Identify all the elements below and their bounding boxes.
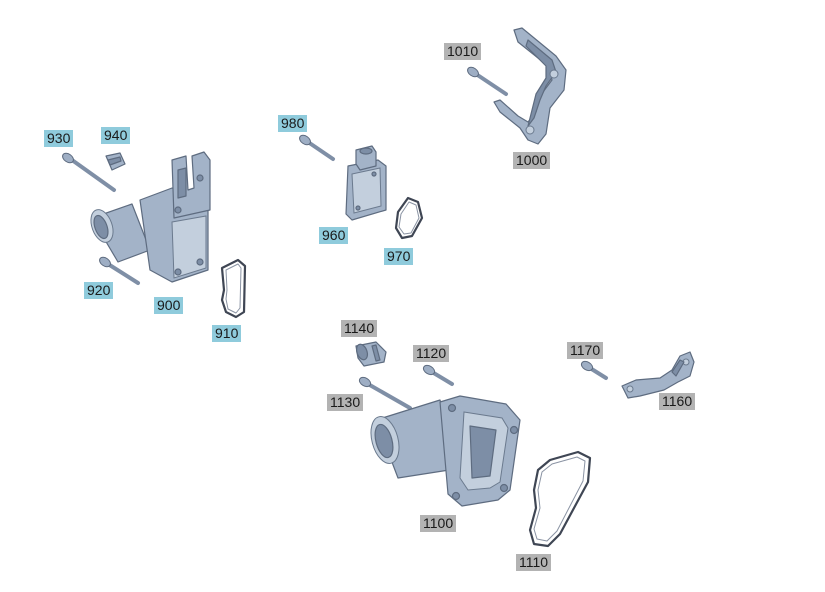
bolt-1170: [580, 360, 608, 380]
bracket-1000: [493, 27, 567, 145]
gasket-910: [220, 258, 247, 319]
callout-1010: 1010: [444, 43, 482, 60]
callout-980: 980: [278, 115, 308, 132]
bolt-930: [62, 152, 116, 192]
plug-940: [105, 152, 126, 171]
callout-1140: 1140: [341, 320, 378, 337]
bracket-1160: [621, 351, 695, 399]
callout-910: 910: [212, 325, 242, 342]
bolt-1010: [467, 66, 508, 96]
housing-1100: [370, 395, 521, 507]
housing-900: [90, 151, 211, 283]
bolt-1120: [422, 364, 454, 386]
callout-960: 960: [319, 227, 349, 244]
bolt-1130: [358, 376, 412, 410]
bolt-980: [299, 134, 335, 161]
callout-1110: 1110: [516, 554, 552, 571]
cover-960: [345, 145, 387, 221]
callout-1120: 1120: [413, 345, 450, 362]
gasket-970: [394, 196, 424, 240]
gasket-1110: [528, 450, 592, 548]
bolt-920: [99, 256, 140, 285]
callout-1130: 1130: [327, 394, 364, 411]
callout-940: 940: [101, 127, 131, 144]
plug-1140: [355, 341, 387, 367]
callout-1000: 1000: [513, 152, 551, 169]
callout-930: 930: [44, 130, 74, 147]
callout-1160: 1160: [659, 393, 696, 410]
callout-920: 920: [84, 282, 114, 299]
callout-970: 970: [384, 248, 414, 265]
callout-1170: 1170: [567, 342, 604, 359]
callout-1100: 1100: [420, 515, 457, 532]
callout-900: 900: [154, 297, 184, 314]
